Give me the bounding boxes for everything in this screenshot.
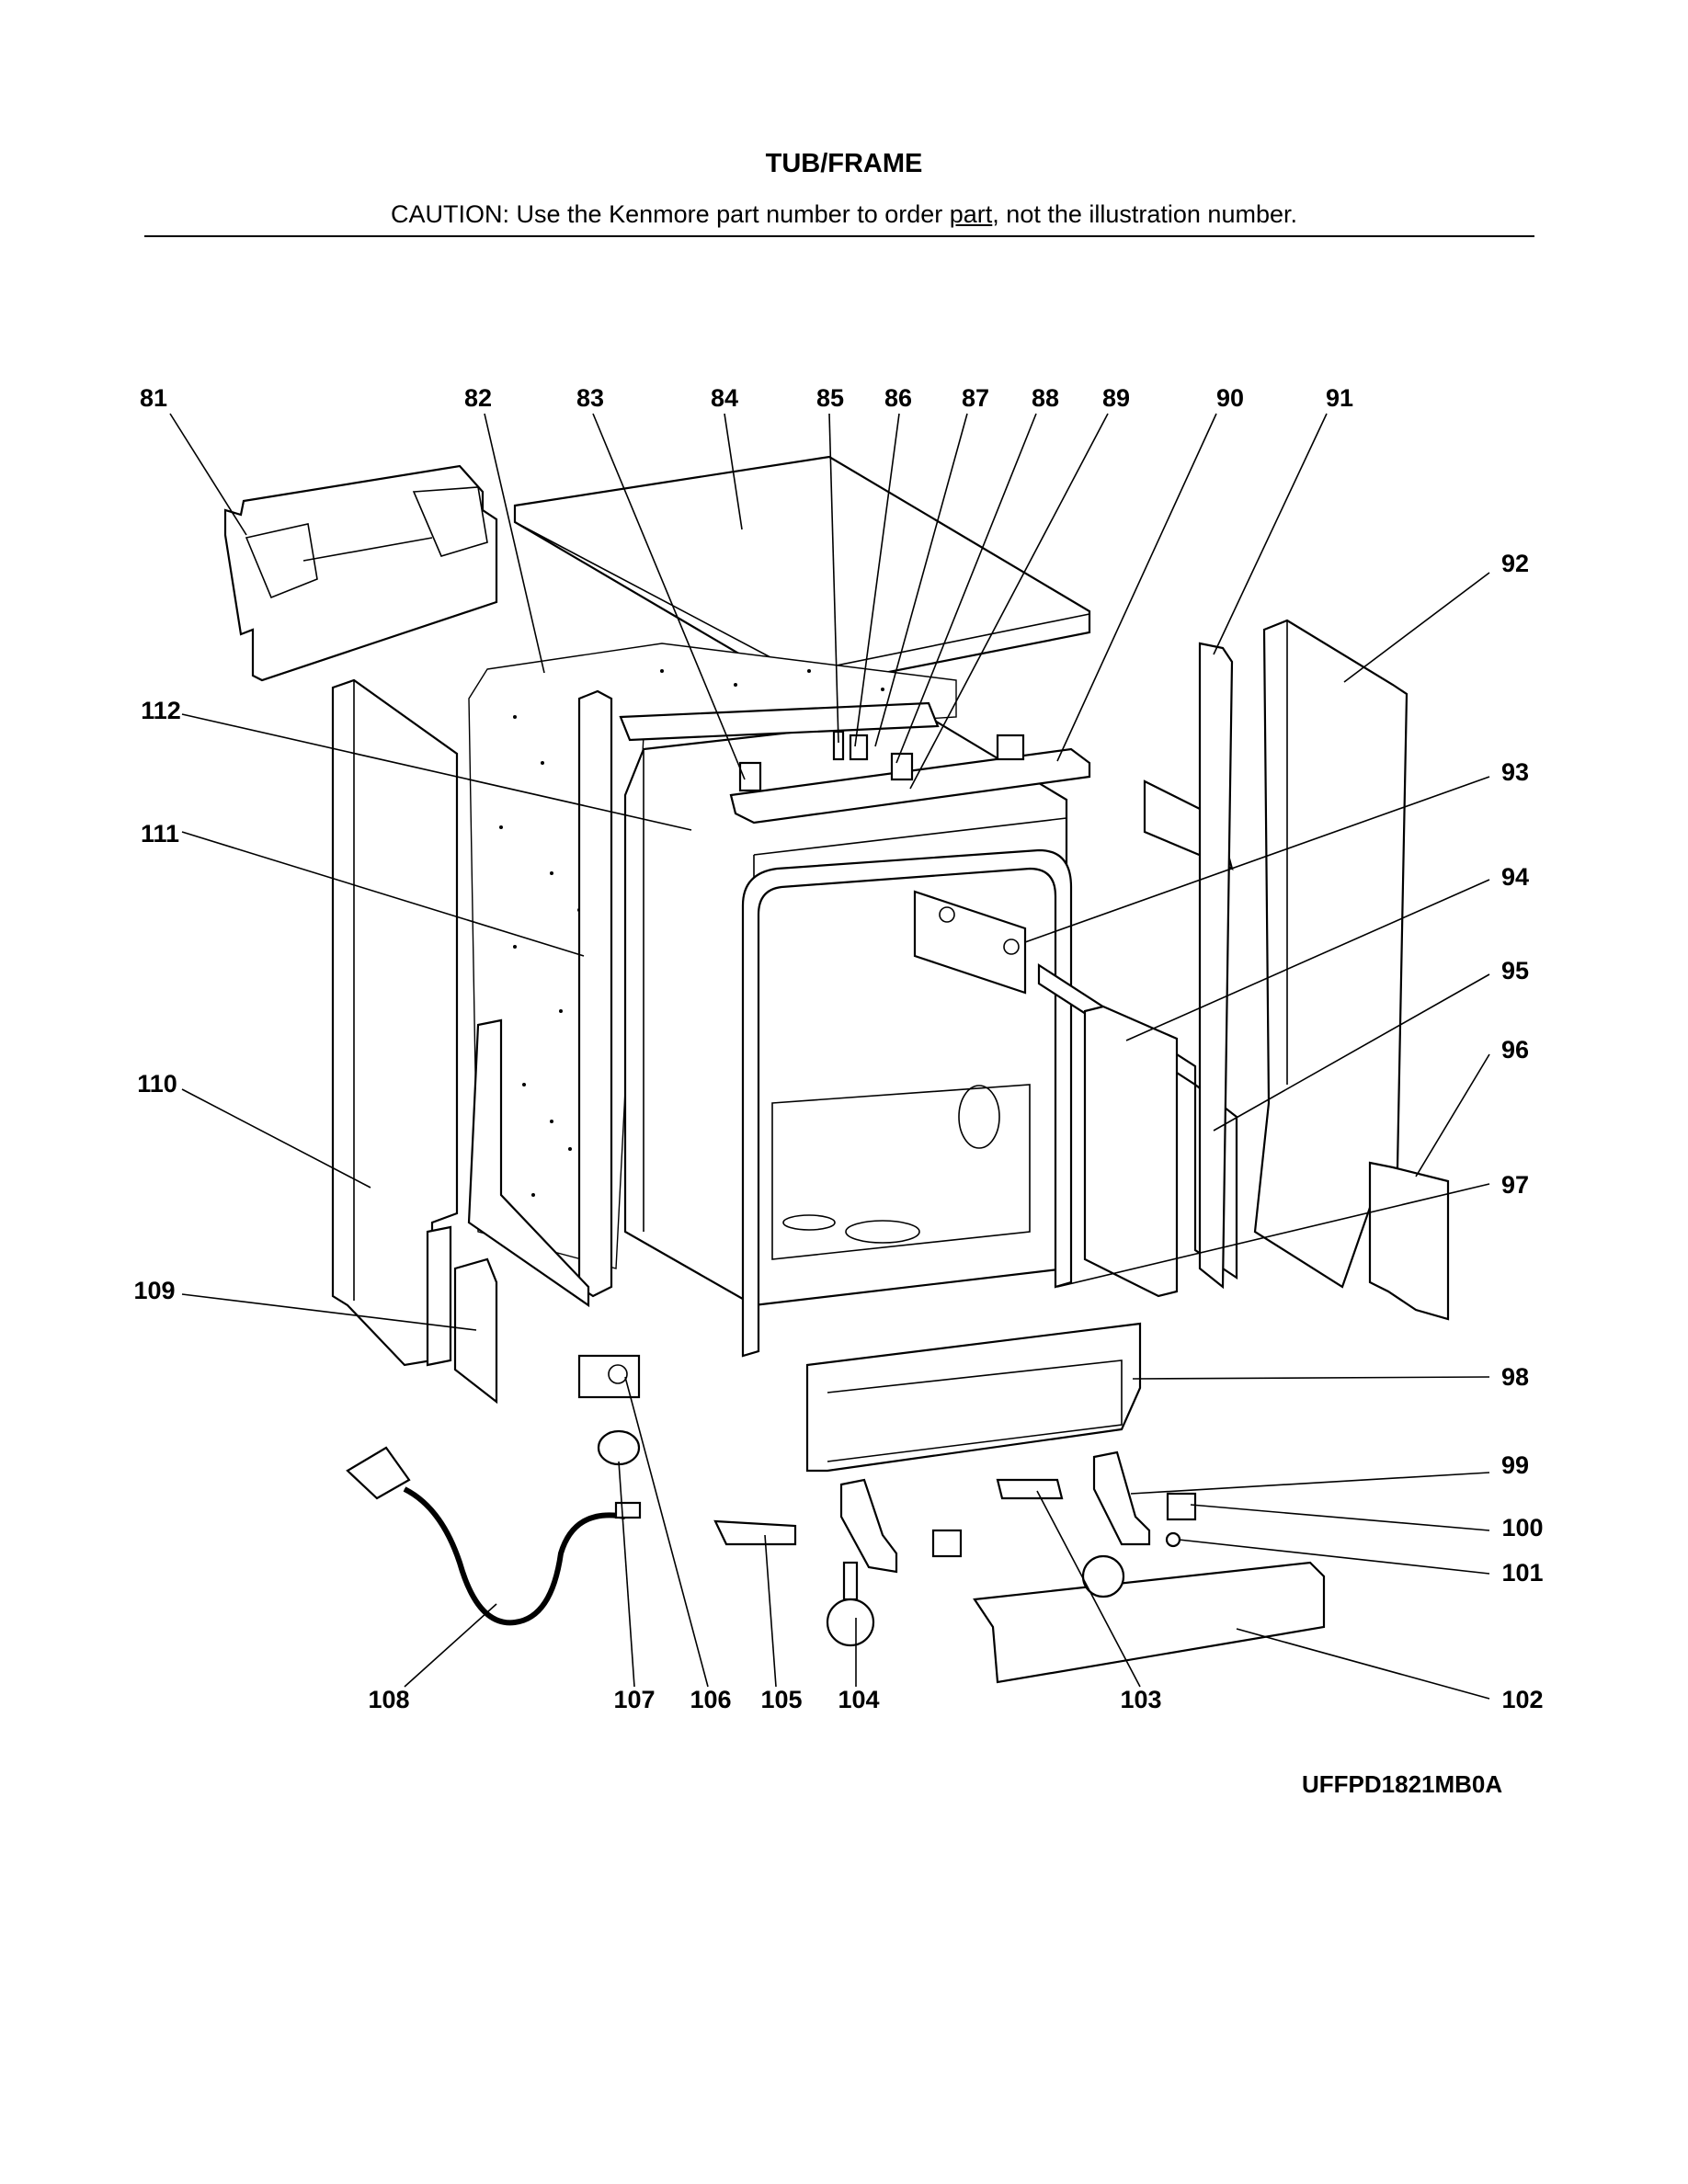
callout-111: 111 [141,820,179,847]
drawing-code: UFFPD1821MB0A [1302,1770,1503,1798]
callout-94: 94 [1501,863,1529,891]
callout-82: 82 [464,384,492,412]
callout-92: 92 [1501,550,1529,577]
part-91-rear-rail [1198,642,1234,1290]
caution-part-link[interactable]: part [949,200,993,228]
part-106-sensor-bracket [577,1354,641,1399]
part-110-side-panel-left [331,678,459,1367]
part-92-side-panel-right [1253,619,1409,1289]
header-divider [144,235,1534,237]
callout-87: 87 [962,384,989,412]
part-101-nut [1165,1531,1181,1548]
callout-81: 81 [140,384,167,412]
part-97-door-gasket [741,848,1073,1358]
callout-110: 110 [137,1070,177,1098]
part-96-side-bracket [1368,1161,1450,1321]
part-109-kick-bracket [426,1225,498,1405]
callout-84: 84 [711,384,738,412]
callout-112: 112 [141,697,181,724]
part-100-clip-2 [931,1529,963,1558]
leader-lines [169,413,1490,1700]
callout-99: 99 [1501,1451,1529,1479]
part-104-caster [826,1554,1125,1647]
callout-106: 106 [690,1686,731,1713]
callout-83: 83 [576,384,604,412]
callout-85: 85 [816,384,844,412]
part-100-clip [1166,1492,1197,1521]
callout-95: 95 [1501,957,1529,984]
part-111-frame-rail [467,689,613,1308]
page-title: TUB/FRAME [765,149,923,178]
callout-96: 96 [1501,1036,1529,1064]
part-107-grommet [597,1429,641,1466]
callout-104: 104 [838,1686,879,1713]
callout-93: 93 [1501,758,1529,786]
part-102-toe-kick [973,1561,1326,1684]
callout-108: 108 [368,1686,409,1713]
callout-98: 98 [1501,1363,1529,1391]
callout-97: 97 [1501,1171,1529,1199]
callout-105: 105 [760,1686,802,1713]
part-103-leveling-bracket [996,1478,1064,1500]
callout-103: 103 [1120,1686,1161,1713]
callout-86: 86 [884,384,912,412]
callout-89: 89 [1102,384,1130,412]
part-90-top-rail [619,701,1091,825]
part-99-leg-bracket [1092,1450,1151,1546]
caution-suffix: , not the illustration number. [992,200,1297,228]
callout-109: 109 [133,1277,175,1304]
callout-91: 91 [1326,384,1353,412]
part-99-leg-bracket-2 [839,1478,898,1574]
callout-101: 101 [1501,1559,1543,1587]
part-105-bracket [713,1519,797,1546]
part-81-top-bracket [223,464,498,682]
part-108-power-cord [346,1446,642,1626]
caution-note: CAUTION: Use the Kenmore part number to … [0,200,1688,229]
callout-88: 88 [1032,384,1059,412]
caution-prefix: CAUTION: Use the Kenmore part number to … [391,200,950,228]
callout-100: 100 [1501,1514,1543,1541]
callout-labels: 81 82 83 84 85 86 87 88 89 90 91 92 93 9… [133,384,1543,1713]
callout-107: 107 [613,1686,655,1713]
part-98-lower-panel [805,1322,1142,1473]
callout-102: 102 [1501,1686,1543,1713]
callout-90: 90 [1216,384,1244,412]
